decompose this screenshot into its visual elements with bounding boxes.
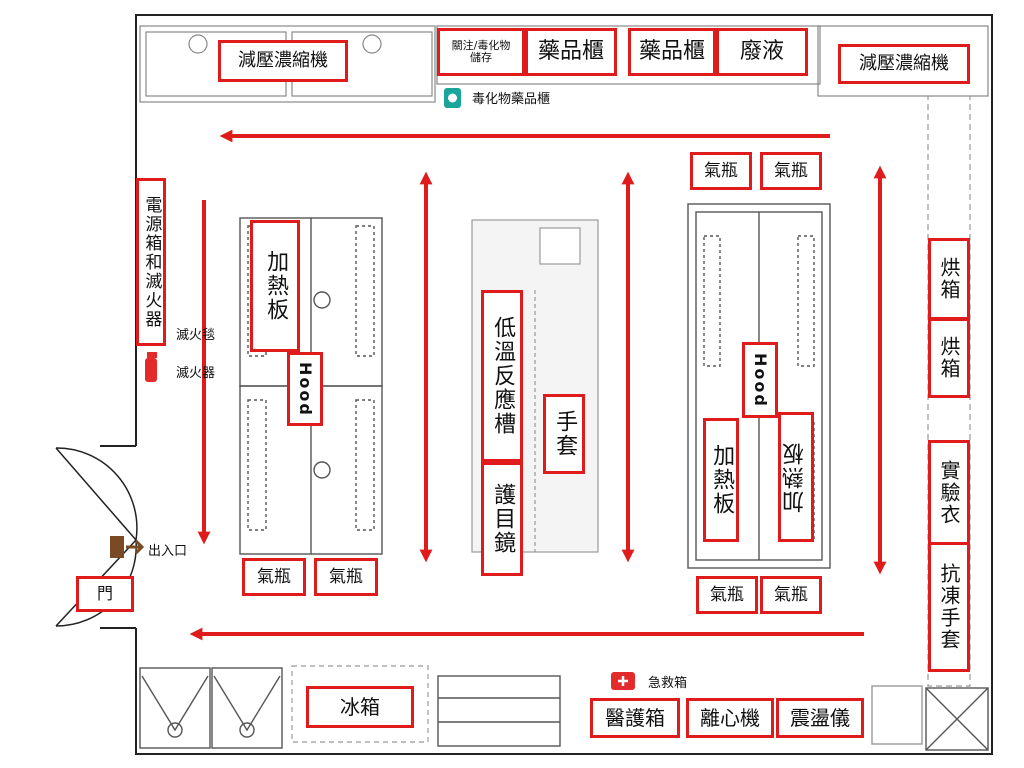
refrigerator: 冰箱 (306, 686, 414, 728)
vacuum-concentrator-left: 減壓濃縮機 (218, 40, 348, 82)
door: 門 (76, 576, 134, 612)
hood-right: Hood (742, 342, 778, 418)
hotplate-right-2: 加熱板 (778, 412, 814, 542)
extinguisher-icon (145, 352, 157, 382)
centrifuge: 離心機 (686, 698, 774, 738)
gas-cylinder-top-2: 氣瓶 (760, 152, 822, 190)
vacuum-concentrator-right: 減壓濃縮機 (838, 44, 970, 84)
hotplate-right-1: 加熱板 (703, 418, 739, 542)
toxic-cabinet-label: 毒化物藥品櫃 (472, 92, 551, 107)
gas-cylinder-top-1: 氣瓶 (690, 152, 752, 190)
cryo-gloves: 抗凍手套 (928, 542, 970, 672)
exit-label: 出入口 (148, 544, 188, 559)
bottom-fixtures (139, 665, 989, 751)
medical-box: 醫護箱 (590, 698, 680, 738)
extinguisher-label: 滅火器 (176, 366, 216, 381)
first-aid-icon (611, 672, 635, 690)
exit-icon (110, 536, 145, 558)
right-storage (927, 95, 971, 687)
evacuation-routes (189, 129, 887, 641)
gloves: 手套 (543, 394, 585, 474)
first-aid-label: 急救箱 (648, 676, 688, 691)
lab-coat: 實驗衣 (928, 440, 970, 546)
chemical-cabinet-1: 藥品櫃 (525, 28, 617, 76)
controlled-substance-storage: 關注/毒化物 儲存 (437, 28, 525, 76)
fire-blanket-label: 滅火毯 (176, 328, 216, 343)
chemical-cabinet-2: 藥品櫃 (628, 28, 716, 76)
gas-cylinder-left-1: 氣瓶 (242, 558, 306, 596)
oven-1: 烘箱 (928, 238, 970, 320)
toxic-cabinet-icon (444, 88, 461, 108)
safety-goggles: 護目鏡 (481, 462, 523, 576)
waste-liquid: 廢液 (716, 28, 808, 76)
gas-cylinder-right-2: 氣瓶 (760, 576, 822, 614)
shaker: 震盪儀 (776, 698, 864, 738)
gas-cylinder-right-1: 氣瓶 (696, 576, 758, 614)
power-box-and-extinguisher: 電源箱和滅火器 (136, 178, 166, 346)
low-temp-reactor: 低溫反應槽 (481, 290, 523, 462)
gas-cylinder-left-2: 氣瓶 (314, 558, 378, 596)
hood-left: Hood (287, 352, 323, 426)
hotplate-left: 加熱板 (250, 220, 300, 352)
oven-2: 烘箱 (928, 318, 970, 398)
